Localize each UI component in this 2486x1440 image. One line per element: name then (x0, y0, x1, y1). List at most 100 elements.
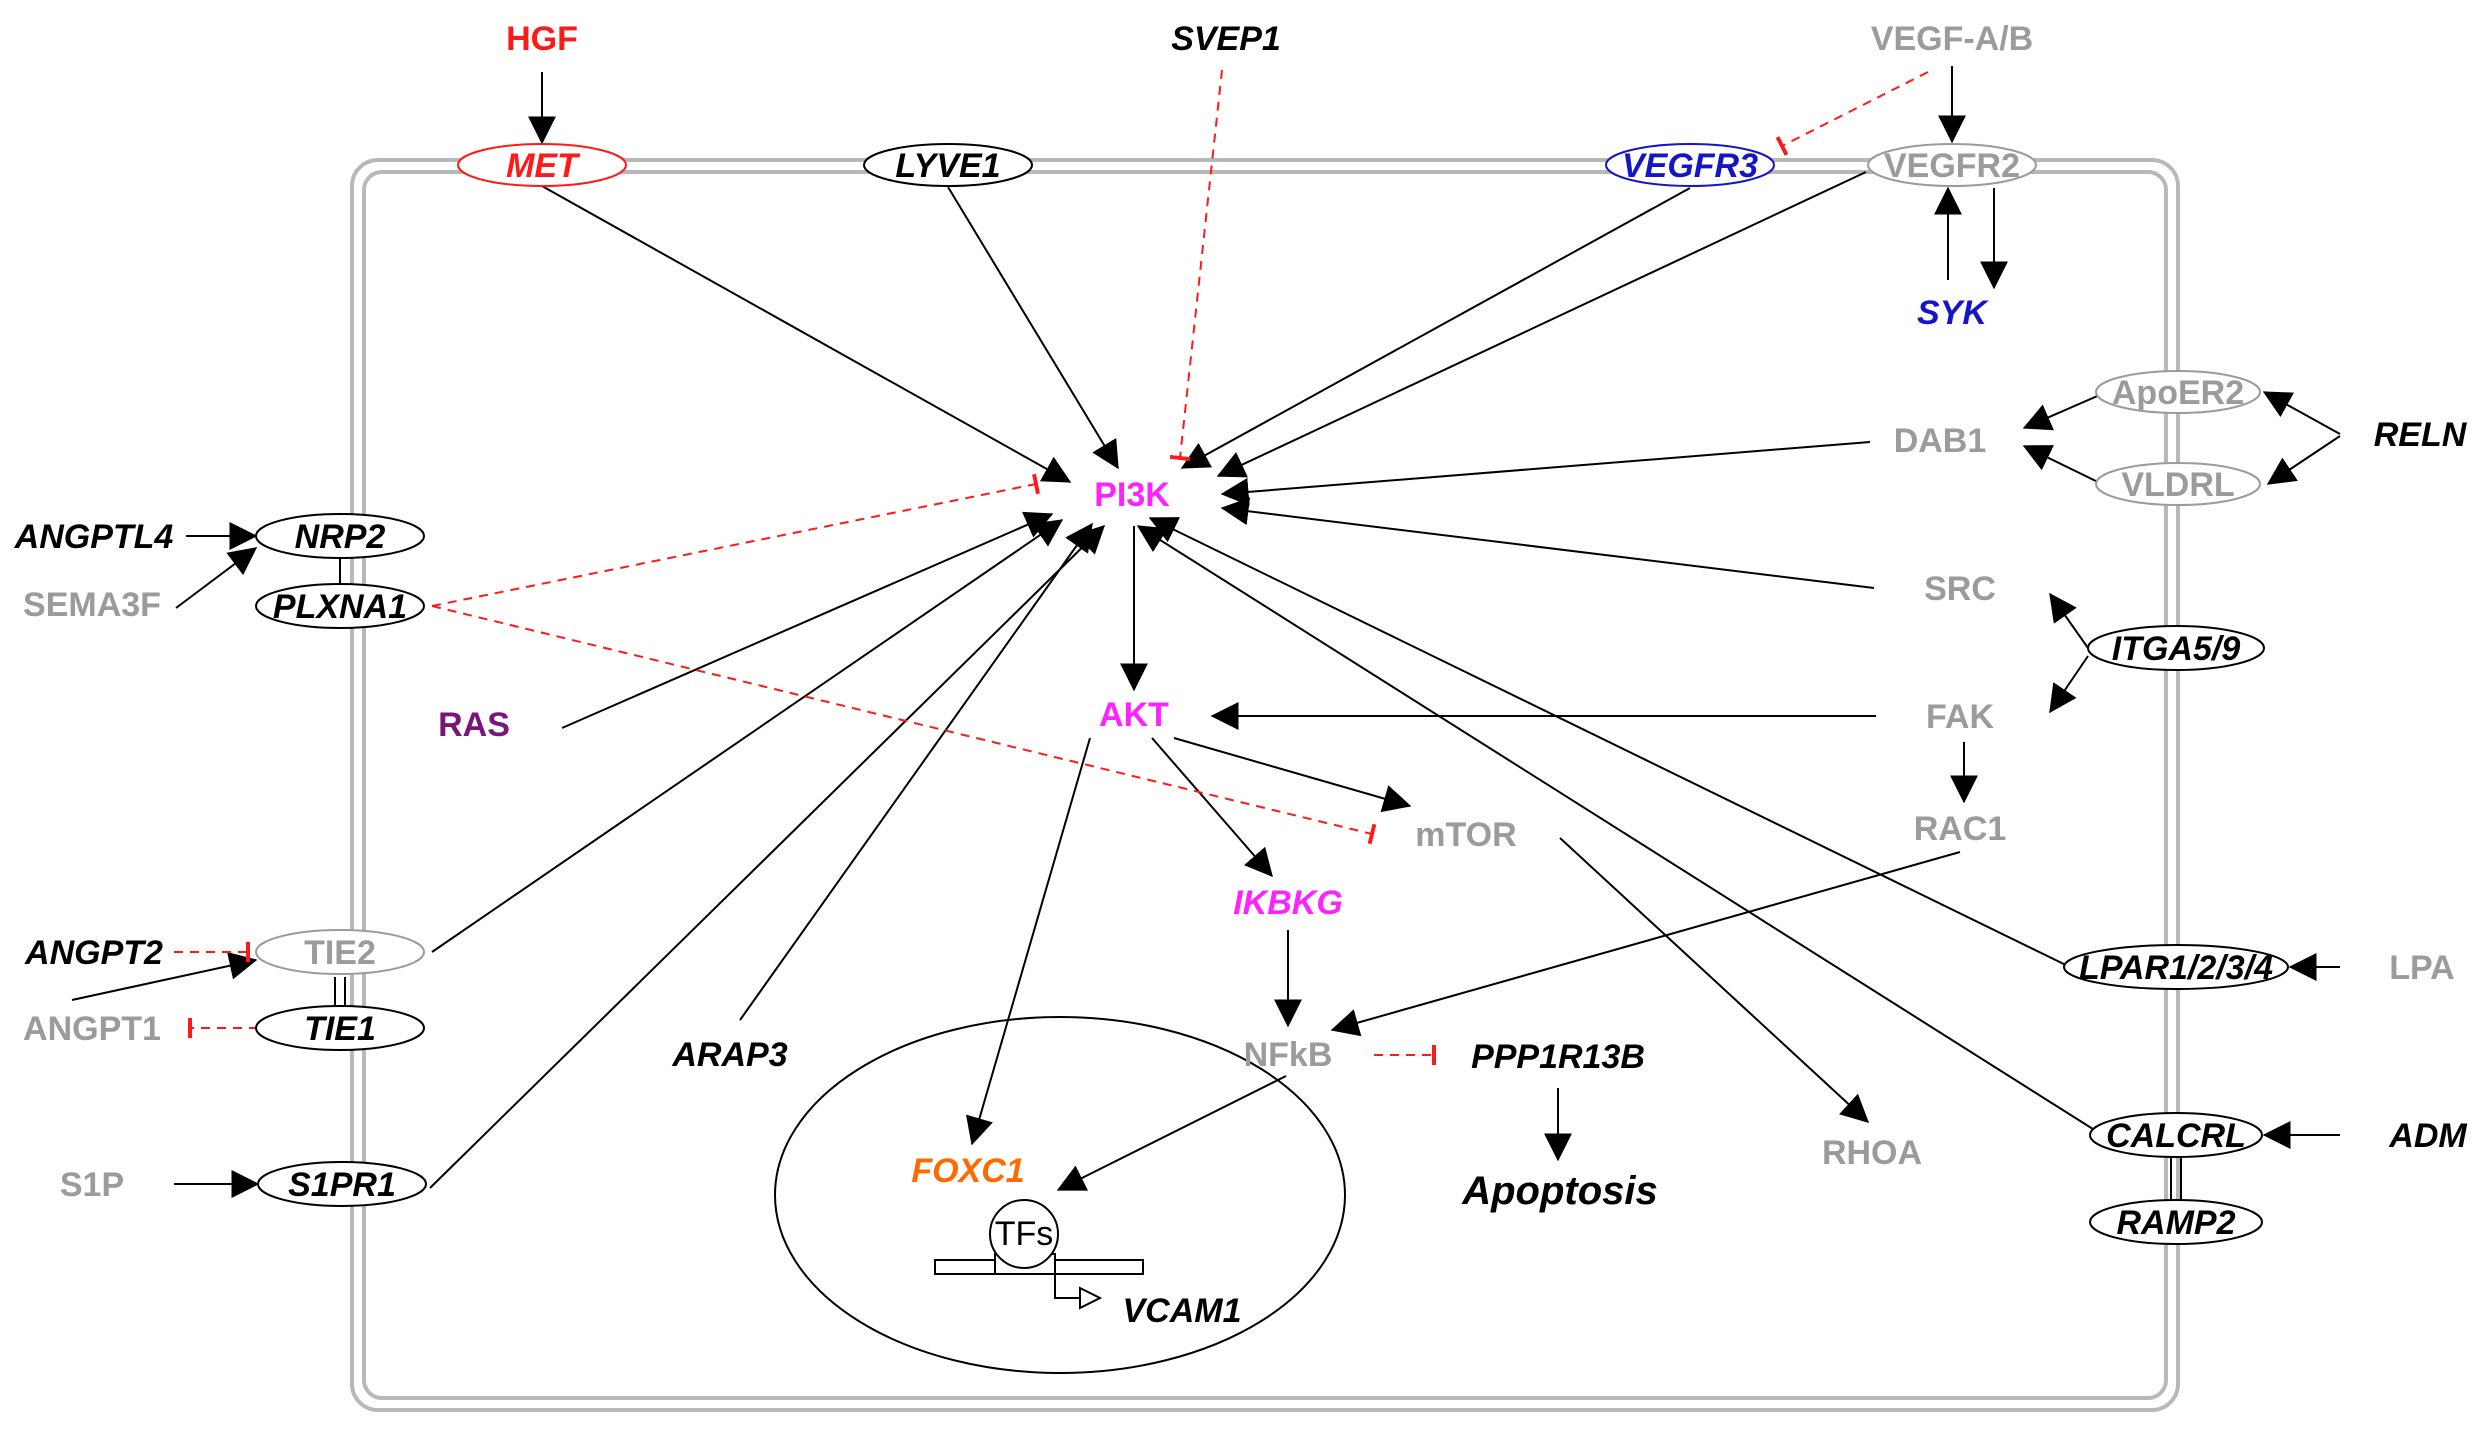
edge-angpt1-tie2 (71, 951, 258, 1001)
edge-reln-apoer2 (2262, 391, 2341, 435)
vegfr2-ellipse (1867, 143, 2037, 187)
edge-nfkb-tfs (1056, 1075, 1287, 1191)
plxna1-ellipse (255, 583, 425, 629)
edge-akt-foxc1 (965, 737, 1091, 1146)
edge-calcrl-pi3k (1136, 525, 2105, 1137)
edge-itga-fak (2049, 655, 2089, 714)
met-ellipse (457, 143, 627, 187)
label-ikbkg: IKBKG (1233, 884, 1343, 922)
label-dab1: DAB1 (1894, 422, 1987, 460)
label-apoptosis: Apoptosis (1461, 1169, 1658, 1213)
edge-akt-mtor (1173, 737, 1412, 813)
vegfr3-ellipse (1605, 143, 1775, 187)
label-s1p: S1P (60, 1166, 124, 1204)
edge-itga-src (2049, 592, 2089, 649)
edge-met-pi3k (541, 185, 1072, 483)
edge-vldrl-dab1 (2022, 445, 2103, 485)
tie1-ellipse (255, 1005, 425, 1051)
label-itga59: ITGA5/9 (2112, 630, 2241, 668)
nrp2-ellipse (255, 513, 425, 559)
label-plxna1: PLXNA1 (273, 588, 407, 626)
edge-vegfr2-pi3k (1216, 171, 1867, 478)
label-vegfr3: VEGFR3 (1622, 147, 1758, 185)
edge-lyve1-pi3k (947, 186, 1119, 470)
label-apoer2: ApoER2 (2112, 374, 2244, 412)
lpar-ellipse (2063, 944, 2289, 990)
label-rhoa: RHOA (1822, 1134, 1922, 1172)
label-src: SRC (1924, 570, 1996, 608)
cell-membrane-outer (350, 158, 2180, 1412)
label-vegfab: VEGF-A/B (1871, 20, 2033, 58)
node-labels: HGF SVEP1 VEGF-A/B MET LYVE1 VEGFR3 VEGF… (14, 20, 2468, 1330)
edge-akt-ikbkg (1151, 737, 1273, 878)
label-nfkb: NFkB (1244, 1036, 1333, 1074)
label-lpa: LPA (2389, 949, 2454, 987)
label-syk: SYK (1917, 294, 1989, 332)
label-vcam1: VCAM1 (1122, 1292, 1241, 1330)
label-ras: RAS (438, 706, 510, 744)
label-vldrl: VLDRL (2121, 466, 2234, 504)
label-ramp2: RAMP2 (2116, 1204, 2235, 1242)
label-hgf: HGF (506, 20, 578, 58)
edge-svep1-pi3k (1169, 69, 1223, 462)
tie2-ellipse (255, 929, 425, 975)
edge-mtor-rhoa (1559, 837, 1870, 1123)
edge-dab1-pi3k (1220, 441, 1871, 506)
label-lyve1: LYVE1 (895, 147, 1000, 185)
label-reln: RELN (2374, 416, 2468, 454)
edge-plxna1-mtor (431, 605, 1377, 845)
lyve1-ellipse (863, 143, 1033, 187)
label-akt: AKT (1099, 696, 1169, 734)
calcrl-ellipse (2089, 1112, 2263, 1158)
label-mtor: mTOR (1415, 816, 1516, 854)
edge-apoer2-dab1 (2022, 393, 2103, 431)
edge-rac1-nfkb (1330, 851, 1961, 1037)
label-rac1: RAC1 (1914, 810, 2007, 848)
label-tie2: TIE2 (304, 934, 376, 972)
edge-lpar-pi3k (1148, 517, 2073, 969)
receptor-shapes (255, 143, 2289, 1245)
nucleus (774, 1016, 1346, 1374)
label-foxc1: FOXC1 (911, 1152, 1024, 1190)
transcription-arrow (1054, 1274, 1080, 1299)
receptor-links (334, 559, 2182, 1200)
label-svep1: SVEP1 (1171, 20, 1281, 58)
label-s1pr1: S1PR1 (288, 1166, 396, 1204)
label-angptl4: ANGPTL4 (14, 518, 174, 556)
apoer2-ellipse (2095, 370, 2261, 414)
vldrl-ellipse (2095, 462, 2261, 506)
edge-src-pi3k (1220, 497, 1875, 589)
edge-ras-pi3k (561, 511, 1054, 729)
label-tfs: TFs (995, 1215, 1054, 1253)
label-calcrl: CALCRL (2106, 1117, 2246, 1155)
ramp2-ellipse (2089, 1199, 2263, 1245)
s1pr1-ellipse (257, 1161, 427, 1207)
edge-arap3-pi3k (739, 522, 1093, 1021)
label-vegfr2: VEGFR2 (1884, 147, 2020, 185)
cell-membrane-inner (362, 170, 2168, 1400)
label-ppp1r13b: PPP1R13B (1471, 1038, 1645, 1076)
label-pi3k: PI3K (1094, 476, 1170, 514)
edge-sema3f-nrp2 (175, 547, 258, 609)
edge-vegfab-vegfr3 (1775, 71, 1929, 156)
label-arap3: ARAP3 (671, 1036, 787, 1074)
activation-edges (71, 66, 2341, 1198)
edge-tie2-pi3k (431, 519, 1064, 953)
gene-drawing (934, 1199, 1144, 1310)
label-met: MET (506, 147, 581, 185)
label-sema3f: SEMA3F (23, 586, 161, 624)
label-adm: ADM (2388, 1117, 2467, 1155)
label-lpar: LPAR1/2/3/4 (2079, 949, 2273, 987)
edge-s1pr1-pi3k (429, 525, 1105, 1189)
edge-vegfr3-pi3k (1180, 187, 1691, 469)
edge-reln-vldrl (2266, 435, 2341, 485)
label-angpt2: ANGPT2 (24, 934, 163, 972)
label-fak: FAK (1926, 698, 1994, 736)
transcription-arrowhead (1079, 1286, 1103, 1310)
label-angpt1: ANGPT1 (23, 1010, 161, 1048)
label-tie1: TIE1 (304, 1010, 376, 1048)
label-nrp2: NRP2 (295, 518, 386, 556)
itga59-ellipse (2087, 625, 2265, 671)
